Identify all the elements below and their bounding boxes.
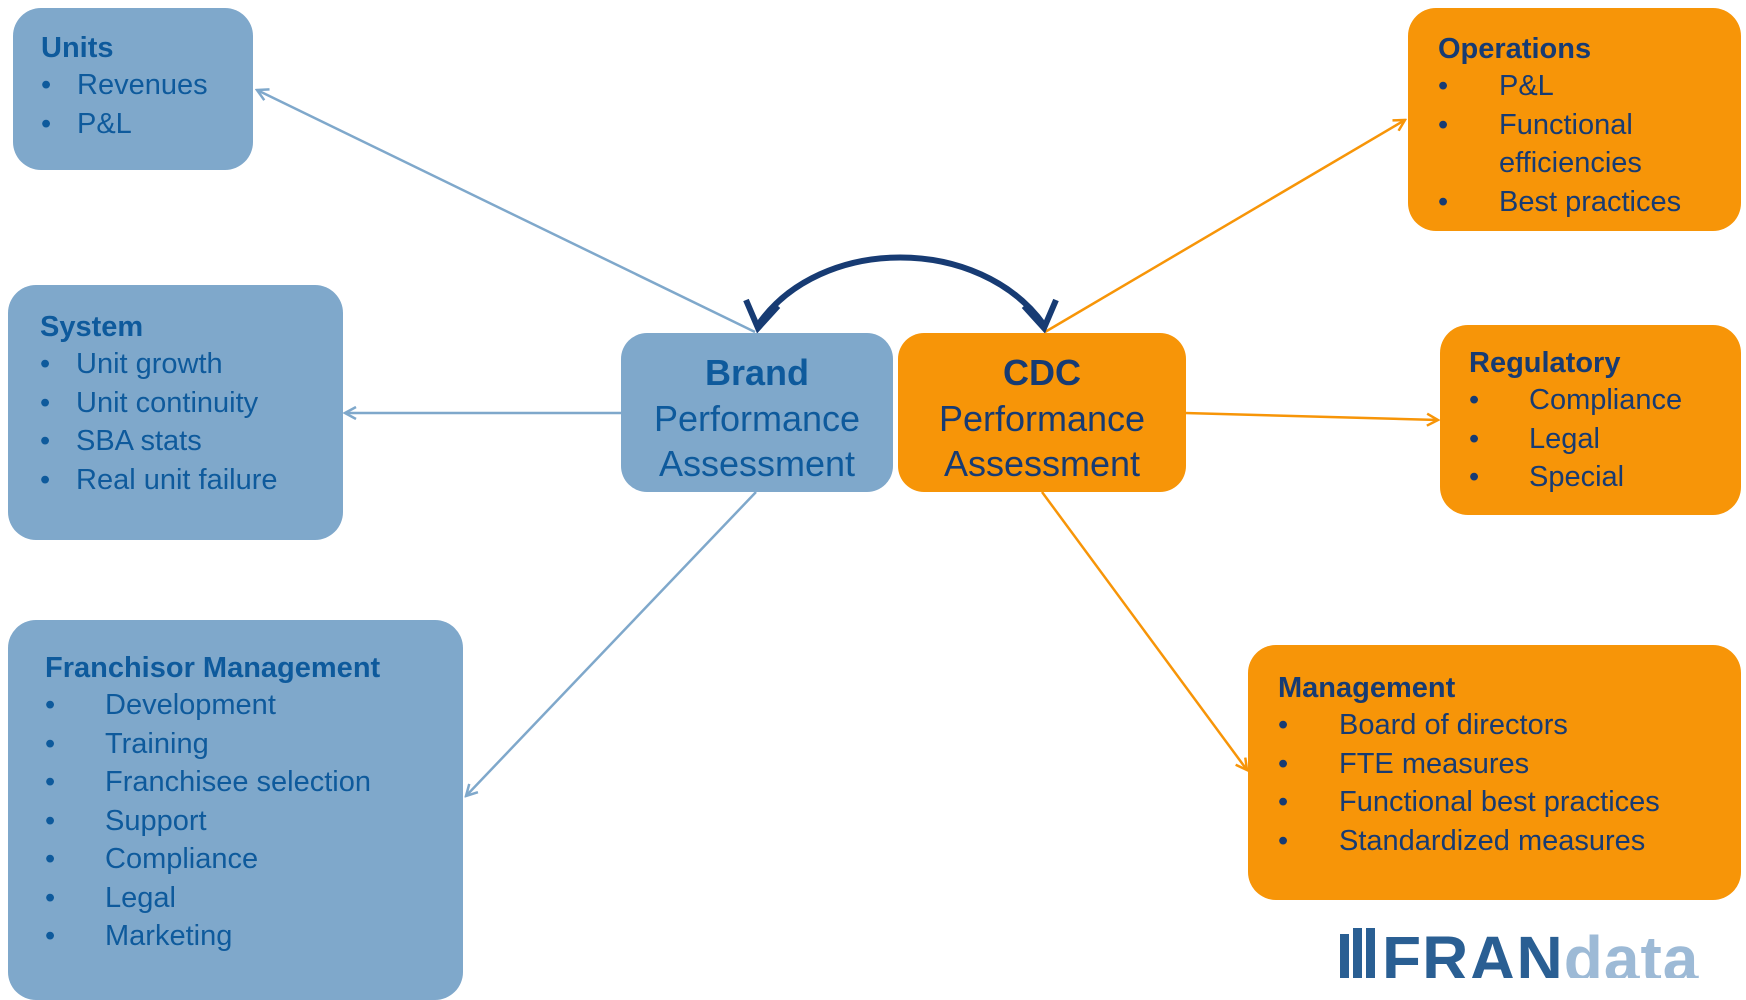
units-list: •Revenues •P&L bbox=[41, 66, 253, 143]
cdc-title: CDC bbox=[1003, 352, 1081, 393]
list-item: •Training bbox=[45, 727, 209, 760]
arrow-cdc-to-operations bbox=[1044, 120, 1405, 334]
list-item: •Special bbox=[1469, 461, 1625, 493]
brand-assessment-box: Brand Performance Assessment bbox=[621, 333, 893, 492]
logo-text-fran: FRAN bbox=[1382, 928, 1564, 978]
list-item: •Support bbox=[45, 804, 207, 837]
management-box: Management •Board of directors •FTE meas… bbox=[1248, 645, 1741, 900]
list-item: •Unit continuity bbox=[40, 386, 259, 419]
list-item: •Legal bbox=[45, 881, 176, 914]
arrow-brand-to-franchisor bbox=[466, 491, 757, 796]
operations-box: Operations •P&L •Functional efficiencies… bbox=[1408, 8, 1741, 231]
list-item: •Unit growth bbox=[40, 348, 223, 380]
units-title: Units bbox=[41, 32, 114, 64]
units-box: Units •Revenues •P&L bbox=[13, 8, 253, 170]
list-item: •Real unit failure bbox=[40, 463, 278, 496]
system-box: System •Unit growth •Unit continuity •SB… bbox=[8, 285, 343, 540]
arrow-cdc-to-management bbox=[1040, 491, 1247, 770]
list-item: •Functional best practices bbox=[1278, 786, 1660, 818]
system-list: •Unit growth •Unit continuity •SBA stats… bbox=[40, 345, 343, 499]
list-item: •Compliance bbox=[45, 843, 259, 875]
frandata-logo: FRANdata bbox=[1340, 928, 1720, 978]
list-item: •Development bbox=[45, 689, 276, 721]
list-item: •Revenues bbox=[41, 69, 208, 101]
list-item: •SBA stats bbox=[40, 425, 202, 457]
logo-text-data: data bbox=[1563, 928, 1700, 978]
list-item: •Best practices bbox=[1438, 185, 1682, 218]
management-title: Management bbox=[1278, 672, 1456, 704]
franchisor-management-list: •Development •Training •Franchisee selec… bbox=[45, 686, 463, 956]
franchisor-management-title: Franchisor Management bbox=[45, 652, 381, 684]
list-item: •Marketing bbox=[45, 920, 233, 952]
system-title: System bbox=[40, 311, 144, 343]
cdc-assessment-box: CDC Performance Assessment bbox=[898, 333, 1186, 492]
list-item: •Legal bbox=[1469, 422, 1600, 455]
management-list: •Board of directors •FTE measures •Funct… bbox=[1278, 706, 1741, 860]
curved-double-arrow bbox=[755, 254, 1047, 327]
list-item: •Functional efficiencies bbox=[1438, 108, 1642, 180]
operations-list: •P&L •Functional efficiencies •Best prac… bbox=[1438, 67, 1741, 221]
connector-arrows bbox=[0, 0, 1746, 971]
curved-arrowhead-left bbox=[743, 298, 781, 334]
regulatory-box: Regulatory •Compliance •Legal •Special bbox=[1440, 325, 1741, 515]
list-item: •Board of directors bbox=[1278, 709, 1568, 741]
franchisor-management-box: Franchisor Management •Development •Trai… bbox=[8, 620, 463, 1000]
arrow-brand-to-units bbox=[257, 90, 756, 334]
regulatory-title: Regulatory bbox=[1469, 347, 1621, 379]
list-item: •Franchisee selection bbox=[45, 766, 371, 798]
operations-title: Operations bbox=[1438, 33, 1592, 65]
arrow-cdc-to-regulatory bbox=[1184, 411, 1438, 420]
list-item: •P&L bbox=[41, 107, 132, 140]
cdc-subtitle: Performance Assessment bbox=[938, 398, 1146, 484]
brand-title: Brand bbox=[704, 352, 809, 393]
curved-arrowhead-right bbox=[1021, 298, 1059, 334]
brand-subtitle: Performance Assessment bbox=[653, 398, 861, 484]
list-item: •Standardized measures bbox=[1278, 824, 1646, 857]
list-item: •FTE measures bbox=[1278, 747, 1530, 780]
list-item: •P&L bbox=[1438, 70, 1554, 102]
regulatory-list: •Compliance •Legal •Special bbox=[1469, 381, 1741, 497]
list-item: •Compliance bbox=[1469, 384, 1683, 416]
